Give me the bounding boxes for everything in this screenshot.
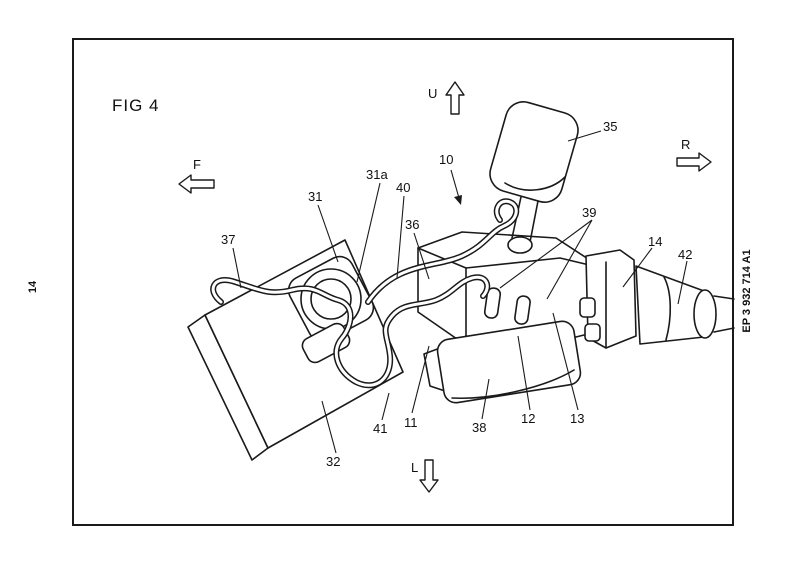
ref-39: 39 <box>582 205 597 220</box>
direction-right-label: R <box>681 137 691 152</box>
ref-14: 14 <box>648 234 663 249</box>
ref-37: 37 <box>221 232 236 247</box>
up-arrow-icon <box>445 81 465 115</box>
ref-31a: 31a <box>366 167 388 182</box>
leader-lines <box>232 130 688 454</box>
ref-35: 35 <box>603 119 618 134</box>
mounting-plate <box>187 239 404 461</box>
assembly-arrowhead <box>454 195 462 205</box>
contact-pins <box>483 287 531 325</box>
ref-42: 42 <box>678 247 693 262</box>
ref-41: 41 <box>373 421 388 436</box>
figure-title: FIG 4 <box>112 96 160 115</box>
lower-case <box>423 320 582 404</box>
ref-31: 31 <box>308 189 323 204</box>
down-arrow-icon <box>419 459 439 493</box>
ref-32: 32 <box>326 454 341 469</box>
ref-12: 12 <box>521 411 536 426</box>
collar <box>579 249 637 349</box>
ref-40: 40 <box>396 180 411 195</box>
ref-36: 36 <box>405 217 420 232</box>
sheet-border <box>72 38 734 526</box>
wire-clip <box>210 198 520 389</box>
ref-11: 11 <box>404 415 418 430</box>
front-arrow-icon <box>178 174 215 194</box>
right-arrow-icon <box>676 152 712 172</box>
direction-lower-label: L <box>411 460 419 475</box>
ref-10: 10 <box>439 152 454 167</box>
ref-13: 13 <box>570 411 585 426</box>
handlebar-grip <box>635 265 735 345</box>
direction-front-label: F <box>193 157 201 172</box>
ref-38: 38 <box>472 420 487 435</box>
direction-up-label: U <box>428 86 438 101</box>
